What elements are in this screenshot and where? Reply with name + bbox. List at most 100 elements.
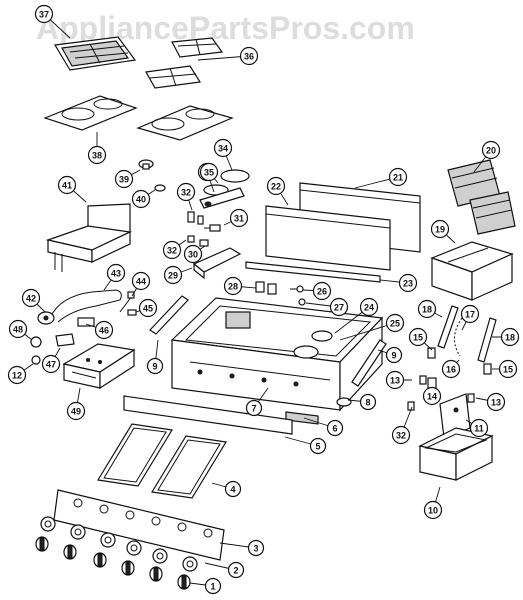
orifice-30[interactable] xyxy=(187,235,209,247)
callout-17[interactable]: 17 xyxy=(460,304,480,324)
griddle-41[interactable] xyxy=(45,203,133,272)
callout-39[interactable]: 39 xyxy=(114,169,134,189)
callout-21[interactable]: 21 xyxy=(388,167,408,187)
callout-13[interactable]: 13 xyxy=(486,392,506,412)
callout-43[interactable]: 43 xyxy=(106,263,126,283)
callout-46[interactable]: 46 xyxy=(94,320,114,340)
part-12[interactable] xyxy=(31,355,41,365)
callout-22[interactable]: 22 xyxy=(266,176,286,196)
small-knob-39[interactable] xyxy=(138,159,154,170)
bracket-29[interactable] xyxy=(192,247,242,280)
drip-tray-4[interactable] xyxy=(97,423,227,499)
callout-40[interactable]: 40 xyxy=(131,189,151,209)
callout-circle xyxy=(486,392,506,412)
callout-16[interactable]: 16 xyxy=(441,359,461,379)
callout-32[interactable]: 32 xyxy=(162,240,182,260)
burner-18-right[interactable] xyxy=(477,317,497,363)
burner-top-38[interactable] xyxy=(43,95,234,141)
screw-27[interactable] xyxy=(298,298,306,306)
callout-45[interactable]: 45 xyxy=(138,298,158,318)
side-rail-9-right[interactable] xyxy=(351,339,387,387)
callout-44[interactable]: 44 xyxy=(131,271,151,291)
callout-38[interactable]: 38 xyxy=(87,145,107,165)
part-45[interactable] xyxy=(127,309,137,316)
callout-5[interactable]: 5 xyxy=(309,437,327,455)
grate-36[interactable] xyxy=(145,37,224,89)
callout-9[interactable]: 9 xyxy=(385,346,403,364)
bracket-46[interactable] xyxy=(77,317,95,327)
thermocouple-44[interactable] xyxy=(119,291,135,313)
callout-number: 13 xyxy=(390,376,400,386)
callout-29[interactable]: 29 xyxy=(163,265,183,285)
callout-10[interactable]: 10 xyxy=(423,500,443,520)
main-chassis[interactable] xyxy=(170,297,384,412)
burner-box-49[interactable] xyxy=(62,343,136,390)
callout-1[interactable]: 1 xyxy=(204,577,222,595)
callout-42[interactable]: 42 xyxy=(21,288,41,308)
strip-6[interactable] xyxy=(285,411,319,425)
backsplash-22[interactable] xyxy=(265,205,391,271)
clip-28[interactable] xyxy=(255,281,277,295)
valve-33[interactable] xyxy=(187,211,204,225)
callout-19[interactable]: 19 xyxy=(430,219,450,239)
callout-12[interactable]: 12 xyxy=(7,365,27,385)
callout-37[interactable]: 37 xyxy=(34,4,54,24)
side-rail-9-left[interactable] xyxy=(149,295,189,335)
burner-18-left[interactable] xyxy=(437,305,459,349)
callout-34[interactable]: 34 xyxy=(213,138,233,158)
grate-37[interactable] xyxy=(54,36,137,71)
callout-20[interactable]: 20 xyxy=(481,140,501,160)
callout-35[interactable]: 35 xyxy=(199,162,219,182)
callout-32[interactable]: 32 xyxy=(391,425,411,445)
callout-8[interactable]: 8 xyxy=(359,393,377,411)
callout-32[interactable]: 32 xyxy=(176,182,196,202)
callout-48[interactable]: 48 xyxy=(8,319,28,339)
callout-18[interactable]: 18 xyxy=(500,327,520,347)
callout-47[interactable]: 47 xyxy=(41,354,61,374)
callout-11[interactable]: 11 xyxy=(469,418,489,438)
callout-49[interactable]: 49 xyxy=(66,401,86,421)
callout-number: 47 xyxy=(46,360,56,370)
callout-30[interactable]: 30 xyxy=(183,244,203,264)
callout-6[interactable]: 6 xyxy=(326,419,344,437)
callout-13[interactable]: 13 xyxy=(385,370,405,390)
valve-31[interactable] xyxy=(204,224,221,232)
callout-4[interactable]: 4 xyxy=(224,480,242,498)
small-part-40[interactable] xyxy=(154,184,166,192)
valve-8[interactable] xyxy=(336,397,352,407)
callout-25[interactable]: 25 xyxy=(385,313,405,333)
callout-9[interactable]: 9 xyxy=(146,357,164,375)
burner-tube-43[interactable] xyxy=(49,289,122,323)
callout-31[interactable]: 31 xyxy=(229,208,249,228)
callout-15[interactable]: 15 xyxy=(408,327,428,347)
part-15[interactable] xyxy=(427,347,492,375)
callout-7[interactable]: 7 xyxy=(245,399,263,417)
knobs-1[interactable] xyxy=(35,536,191,590)
callout-26[interactable]: 26 xyxy=(312,281,332,301)
grate-20[interactable] xyxy=(447,159,516,235)
callout-3[interactable]: 3 xyxy=(247,539,265,557)
front-rail-5[interactable] xyxy=(123,395,293,435)
callout-23[interactable]: 23 xyxy=(398,273,418,293)
part-47[interactable] xyxy=(55,333,75,347)
callout-24[interactable]: 24 xyxy=(359,297,379,317)
callout-28[interactable]: 28 xyxy=(223,276,243,296)
wire-17[interactable] xyxy=(454,317,463,357)
callout-41[interactable]: 41 xyxy=(57,175,77,195)
callout-18[interactable]: 18 xyxy=(417,299,437,319)
callout-15[interactable]: 15 xyxy=(498,359,518,379)
bezels-2[interactable] xyxy=(40,516,198,572)
callout-36[interactable]: 36 xyxy=(239,46,259,66)
callout-2[interactable]: 2 xyxy=(227,561,245,579)
callout-14[interactable]: 14 xyxy=(422,386,442,406)
screw-26[interactable] xyxy=(290,285,304,293)
part-48[interactable] xyxy=(30,336,42,348)
rail-23[interactable] xyxy=(245,261,381,283)
valve-42[interactable] xyxy=(37,311,55,325)
control-panel-3[interactable] xyxy=(53,489,225,561)
part-13[interactable] xyxy=(419,375,475,403)
callout-27[interactable]: 27 xyxy=(329,297,349,317)
pan-19[interactable] xyxy=(430,241,514,301)
burner-assembly-34[interactable] xyxy=(199,169,250,209)
